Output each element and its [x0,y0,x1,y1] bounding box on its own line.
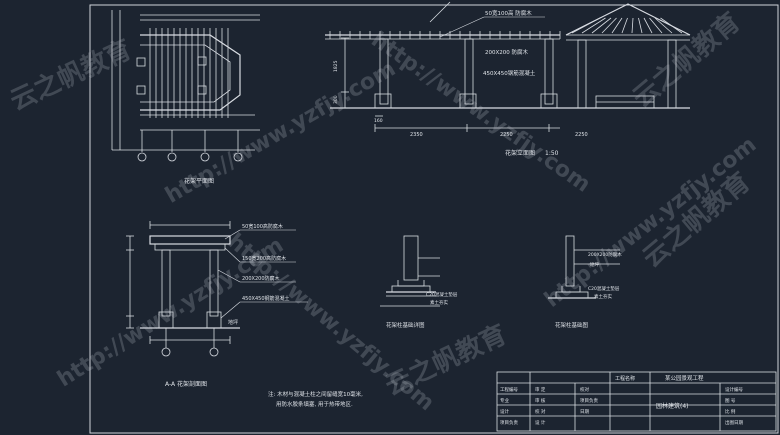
drawing-line [654,17,673,34]
title-left-5: 校对 [580,386,589,393]
section-aa-view[interactable] [126,221,240,357]
plan-caption: 花架平面图 [184,177,214,185]
section-label-2: 150宽200高防腐木 [242,255,286,262]
drawing-line [591,17,612,34]
elevation-scale: 1:50 [545,150,559,157]
title-left-3: 设计 [500,408,509,415]
plan-view[interactable] [111,10,260,162]
elevation-label-3: 450X450钢筋混凝土 [483,69,536,77]
title-right-5: 日期 [580,409,589,415]
title-row-3: 校 对 [535,408,546,415]
drawing-line [643,17,653,34]
title-drawing-name: 园林建筑(4) [656,402,689,410]
title-row-5: 项目负责 [580,397,598,404]
title-right-2: 图 号 [725,398,736,404]
axis-bubble [167,152,177,162]
drawing-line [601,17,617,34]
elevation-dim-3: 2250 [575,132,588,138]
title-project-label: 工程名称 [615,375,635,382]
title-block[interactable] [496,371,777,432]
elevation-dim-1: 2350 [410,132,423,138]
elevation-dim-2: 2250 [500,132,513,138]
wall-label-2: C20混凝土垫层 [588,285,620,292]
drawing-line [621,17,628,34]
drawing-line [571,17,601,34]
note-line-1: 注: 木材与混凝土柱之间留缝宽10毫米, [268,390,363,398]
title-project-name: 某公园景观工程 [665,374,704,382]
title-row-2: 审 核 [535,397,546,404]
drawing-line [581,17,606,34]
title-left-4: 项目负责 [500,419,518,426]
axis-bubble [137,152,147,162]
drawing-line [649,17,663,34]
drawing-line [631,17,634,34]
drawing-line [638,17,643,34]
drawing-line [611,17,623,34]
axis-bubble [200,152,210,162]
title-row-1: 审 定 [535,386,546,393]
title-right-1: 设计编号 [725,386,743,393]
wall-caption: 花架柱基础图 [555,321,589,329]
elevation-dim-6: 160 [374,118,383,124]
axis-bubble [233,152,243,162]
title-left-2: 专业 [500,397,509,404]
elevation-dim-5: 300 [333,95,339,104]
footing-label-2: 素土夯实 [430,299,448,306]
section-label-4: 450X450钢筋混凝土 [242,295,290,302]
section-label-1: 50宽100高防腐木 [242,223,283,230]
elevation-view[interactable] [325,1,691,132]
section-label-3: 200X200防腐木 [242,275,280,282]
wall-detail-view[interactable] [548,235,620,299]
elevation-caption: 花架立面图 [505,149,535,157]
elevation-label-1: 50宽100高 防腐木 [485,9,532,17]
footing-caption: 花架柱基础详图 [386,321,425,329]
footing-label-1: C20混凝土垫层 [426,291,458,298]
drawing-line [660,17,683,34]
footing-detail-view[interactable] [380,235,440,307]
note-line-2: 用防水胶条填塞, 用于热带地区. [276,400,353,408]
wall-label-4: 地坪 [590,261,599,268]
elevation-dim-4: 1825 [333,60,339,72]
wall-label-3: 素土夯实 [594,293,612,300]
title-row-4: 设 计 [535,419,546,426]
title-right-3: 比 例 [725,408,736,415]
elevation-label-2: 200X200 防腐木 [485,48,529,56]
title-right-4: 出图日期 [725,419,743,426]
title-left-1: 工程编号 [500,386,518,393]
wall-label-1: 200X200防腐木 [588,251,622,258]
section-caption: A-A 花架剖面图 [165,380,207,388]
section-label-5: 地坪 [228,319,238,326]
